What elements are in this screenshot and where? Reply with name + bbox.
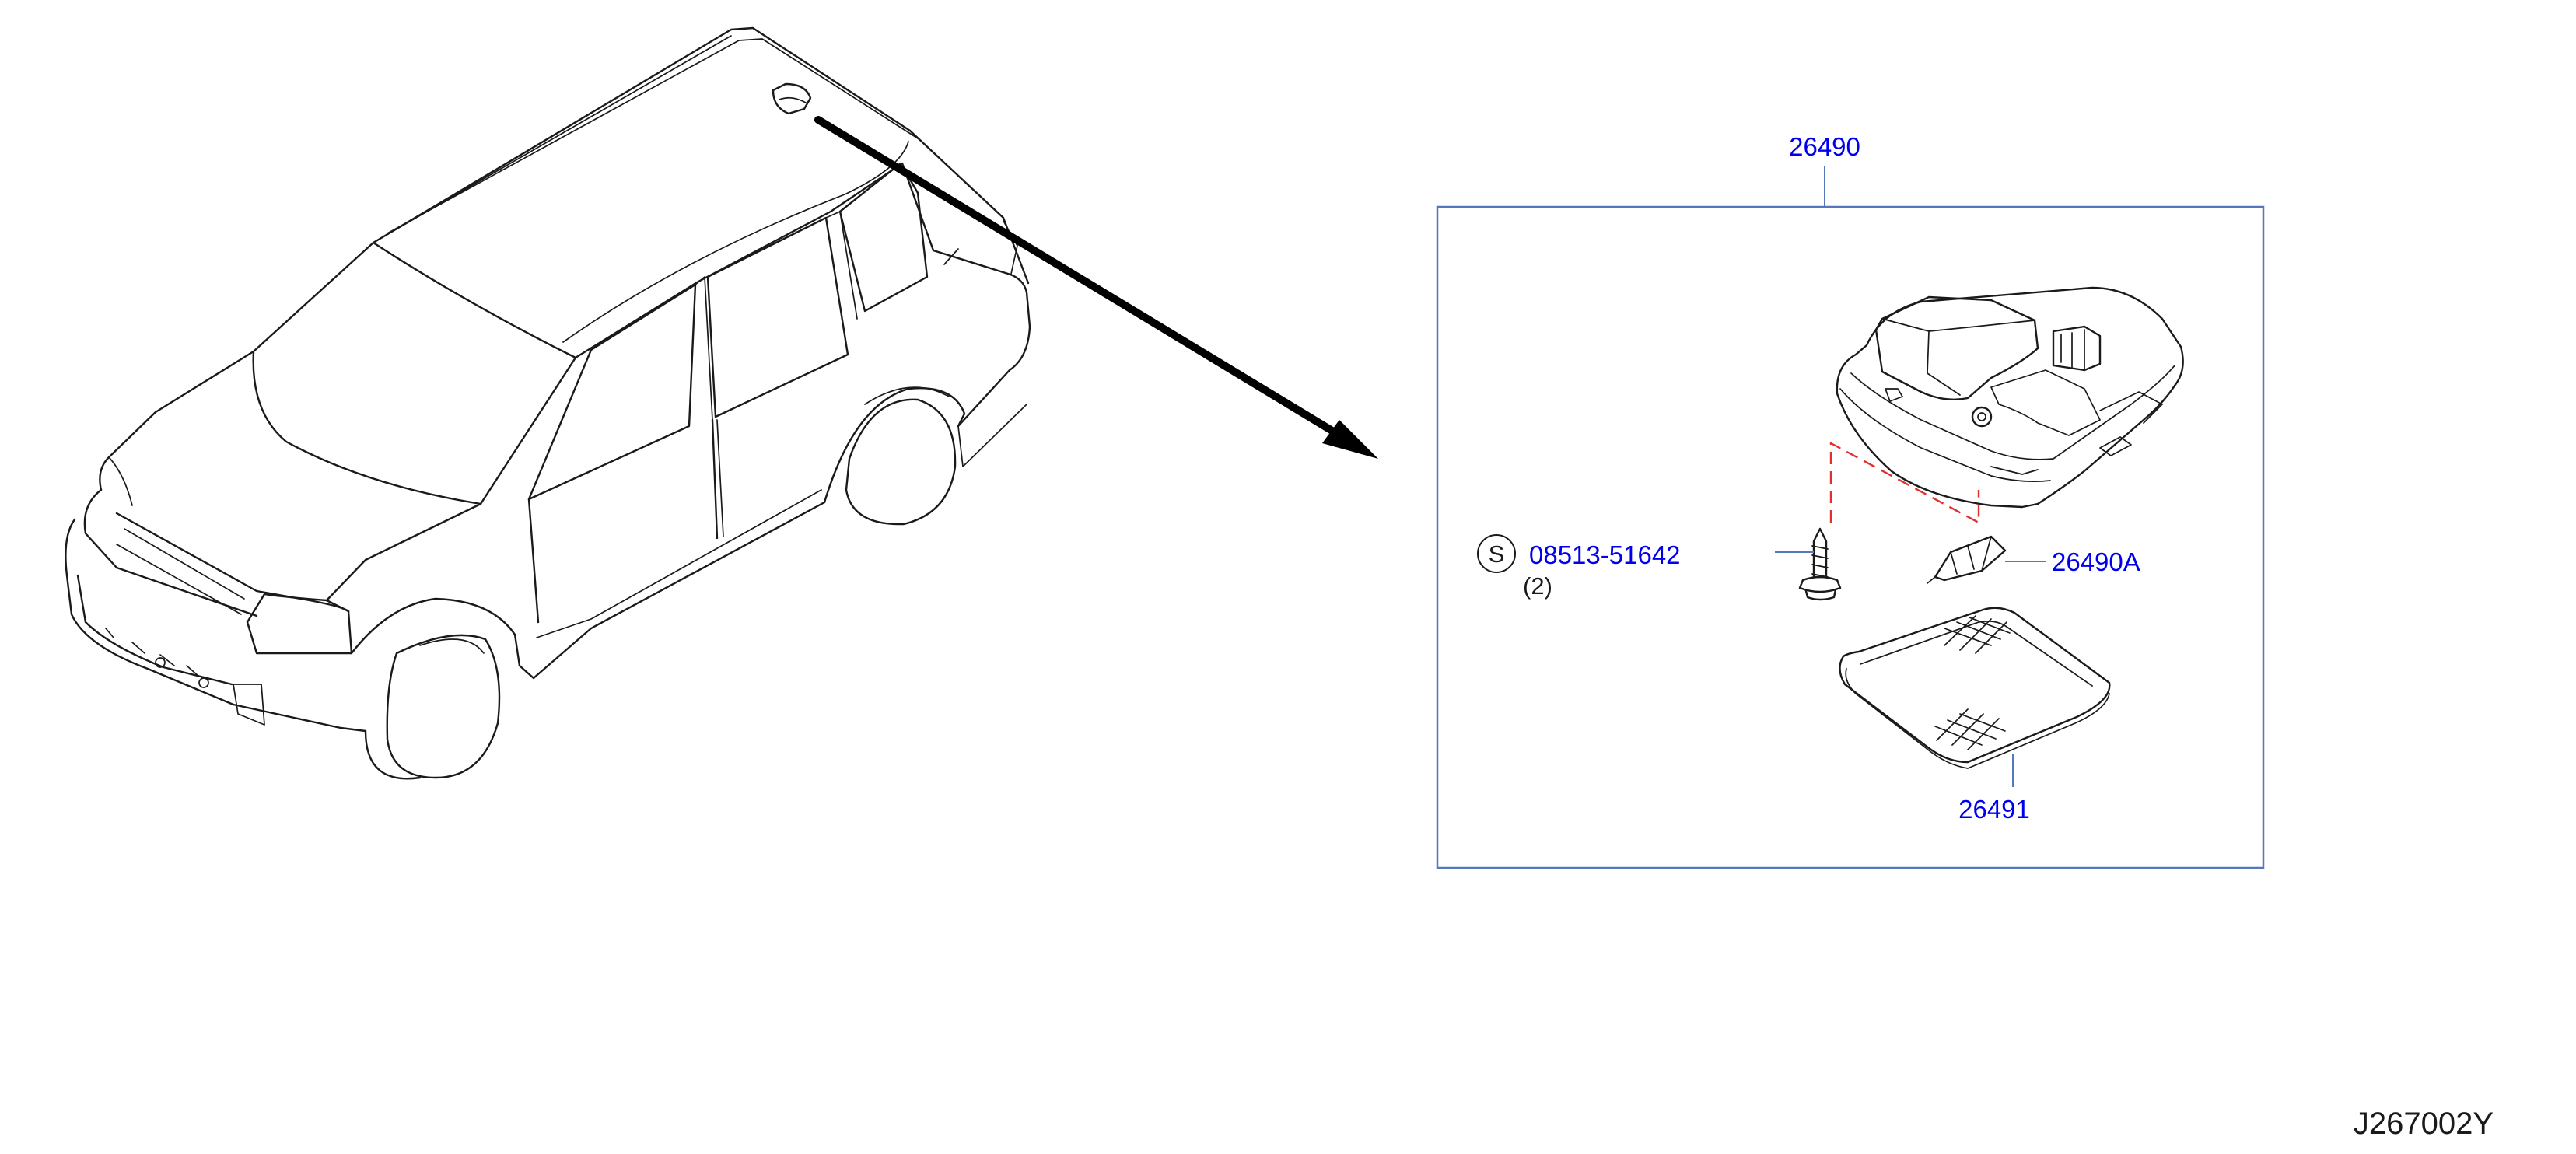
vehicle-outline-icon [65, 26, 1031, 780]
screw-quantity: (2) [1523, 572, 1552, 600]
screw-symbol: S [1489, 540, 1505, 568]
part-label-lamp-assembly[interactable]: 26490 [1789, 132, 1860, 161]
pointer-arrow-icon [814, 116, 1378, 459]
bulb-icon [1927, 535, 2007, 584]
part-label-lens[interactable]: 26491 [1958, 795, 2030, 824]
screw-icon [1798, 527, 1842, 601]
lens-cover-icon [1839, 607, 2111, 769]
diagram-reference-code: J267002Y [2354, 1107, 2494, 1141]
dashed-guide-line [1829, 441, 1980, 525]
screw-symbol-circle [1477, 534, 1516, 573]
part-label-bulb[interactable]: 26490A [2052, 547, 2140, 576]
detail-frame [1436, 205, 2265, 869]
room-lamp-housing-icon [1836, 286, 2184, 509]
part-label-screw[interactable]: 08513-51642 [1529, 540, 1681, 569]
